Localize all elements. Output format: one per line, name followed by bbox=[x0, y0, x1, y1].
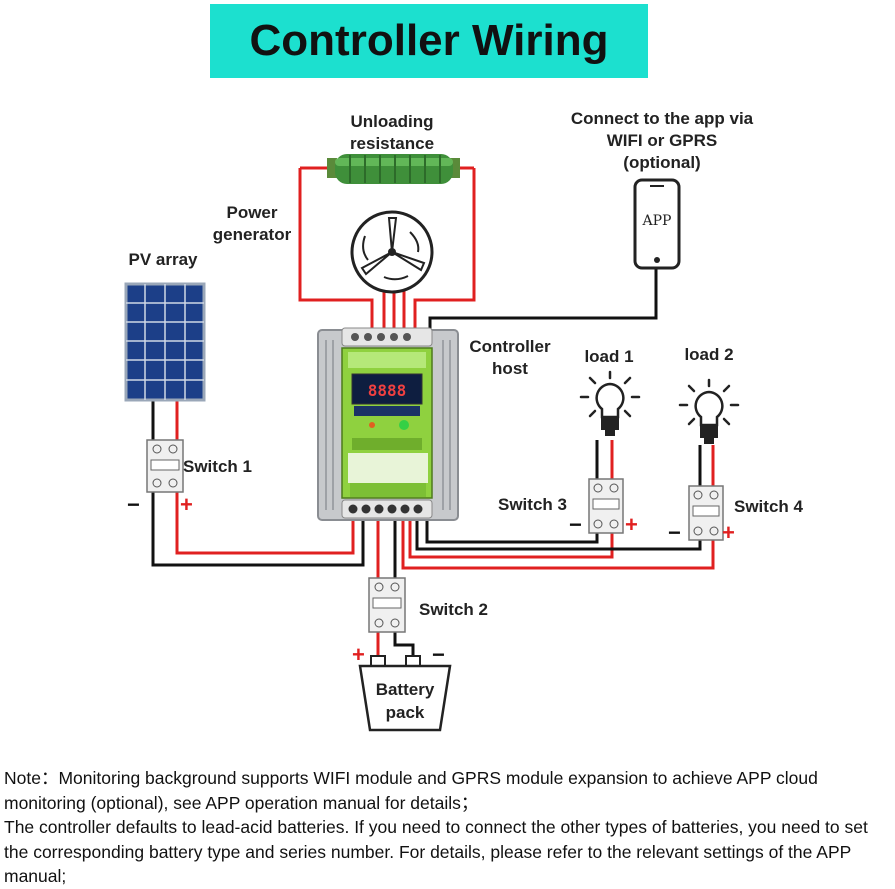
wind-turbine-icon bbox=[350, 210, 434, 294]
note-battery-type: The controller defaults to lead-acid bat… bbox=[4, 817, 868, 886]
phone-cable bbox=[428, 268, 658, 330]
switch-3-label: Switch 3 bbox=[498, 495, 567, 514]
solar-panel bbox=[124, 282, 206, 402]
controller-display-digits: 8888 bbox=[368, 381, 407, 400]
page-title: Controller Wiring bbox=[249, 16, 609, 65]
unloading-resistor bbox=[327, 154, 460, 184]
app-label-line1: Connect to the app via bbox=[571, 109, 754, 128]
app-label-line3: (optional) bbox=[623, 153, 700, 172]
switch-4 bbox=[688, 485, 724, 541]
switch-1-label: Switch 1 bbox=[183, 457, 252, 476]
generator-label-line2: generator bbox=[213, 225, 292, 244]
load1-positive-wire bbox=[408, 520, 614, 559]
controller-label-line1: Controller bbox=[469, 337, 551, 356]
phone-app-text: APP bbox=[642, 213, 672, 229]
load2-negative-wire bbox=[415, 520, 702, 551]
wiring-diagram: Unloading resistance Power generator Con… bbox=[124, 109, 804, 732]
switch-1-plus: + bbox=[180, 492, 193, 517]
switch-1-minus: − bbox=[127, 492, 140, 517]
controller-unit bbox=[317, 327, 459, 521]
smartphone-icon bbox=[633, 178, 681, 270]
app-label-line2: WIFI or GPRS bbox=[607, 131, 718, 150]
battery-label-line2: pack bbox=[386, 703, 425, 722]
battery-label-line1: Battery bbox=[376, 680, 435, 699]
notes-section: Note：Monitoring background supports WIFI… bbox=[4, 766, 892, 889]
switch-3 bbox=[588, 478, 624, 534]
generator-label-line1: Power bbox=[226, 203, 277, 222]
switch-4-label: Switch 4 bbox=[734, 497, 804, 516]
note-app-monitoring: Note：Monitoring background supports WIFI… bbox=[4, 768, 818, 813]
title-banner: Controller Wiring bbox=[210, 4, 648, 78]
load2-positive-wire bbox=[401, 520, 715, 570]
switch-1 bbox=[146, 439, 184, 493]
switch-2-label: Switch 2 bbox=[419, 600, 488, 619]
switch-2 bbox=[368, 577, 406, 633]
pv-positive-to-controller bbox=[175, 490, 355, 555]
switch-4-minus: − bbox=[668, 520, 681, 545]
lightbulb-icon-load-2 bbox=[678, 378, 740, 444]
pv-negative-to-controller bbox=[151, 490, 365, 567]
battery-plus: + bbox=[352, 642, 365, 667]
controller-label-line2: host bbox=[492, 359, 528, 378]
switch-3-plus: + bbox=[625, 512, 638, 537]
battery-negative-lead bbox=[393, 632, 415, 662]
resistor-label-line2: resistance bbox=[350, 134, 434, 153]
lightbulb-icon-load-1 bbox=[579, 370, 641, 436]
battery-minus: − bbox=[432, 642, 445, 667]
switch-4-plus: + bbox=[722, 520, 735, 545]
load-1-label: load 1 bbox=[584, 347, 633, 366]
load1-negative-wire bbox=[425, 520, 599, 544]
switch-3-minus: − bbox=[569, 512, 582, 537]
battery-pack bbox=[358, 655, 452, 732]
load-2-label: load 2 bbox=[684, 345, 733, 364]
pv-array-label: PV array bbox=[129, 250, 199, 269]
resistor-wire-left bbox=[298, 168, 374, 330]
resistor-wire-right bbox=[413, 168, 476, 330]
resistor-label-line1: Unloading bbox=[350, 112, 433, 131]
